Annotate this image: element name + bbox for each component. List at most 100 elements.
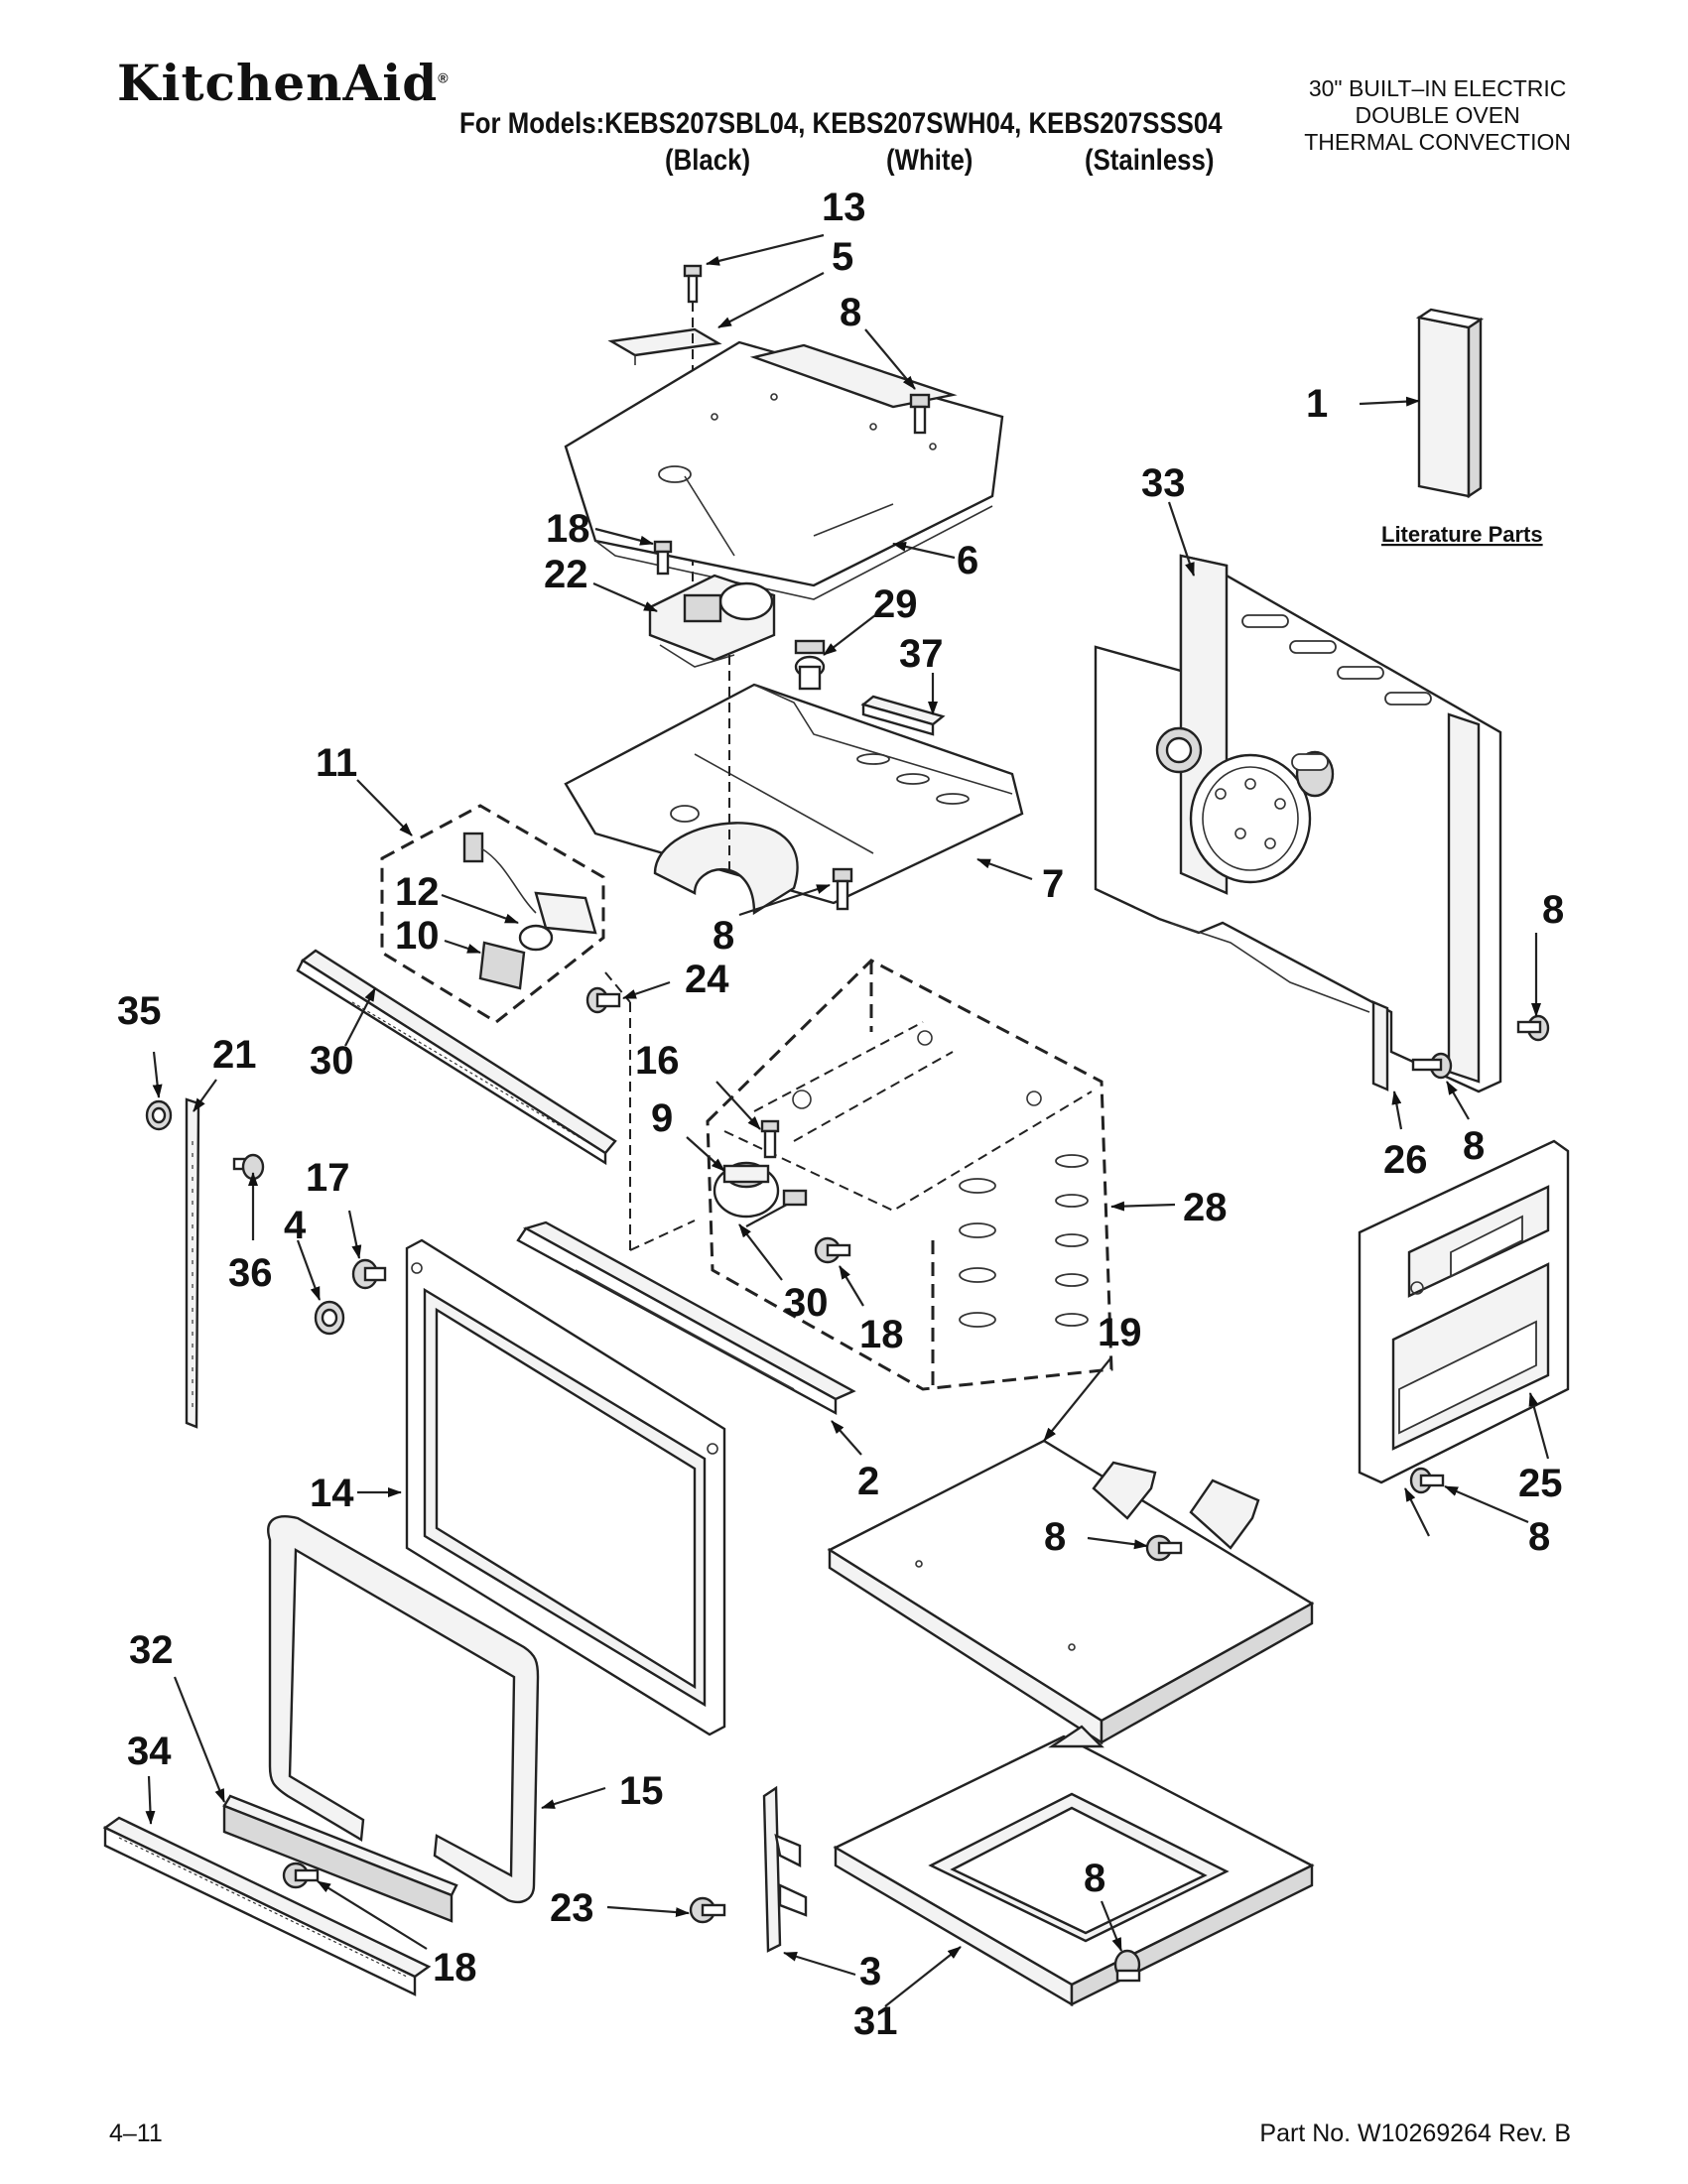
callout-14: 14 (310, 1472, 354, 1515)
callout-8-right-bottom: 8 (1528, 1515, 1550, 1559)
callout-31: 31 (853, 1999, 898, 2043)
callout-18-mid: 18 (859, 1313, 904, 1356)
part-front-trim (296, 949, 617, 1166)
product-line-2: DOUBLE OVEN (1355, 102, 1520, 128)
callout-8-right-top: 8 (1542, 888, 1564, 932)
part-screw-18b (814, 1236, 851, 1264)
part-thermostat (794, 639, 826, 691)
callout-8-bottom: 8 (1084, 1857, 1105, 1900)
callout-8-right-mid: 8 (1463, 1124, 1485, 1168)
callout-25: 25 (1518, 1462, 1563, 1505)
part-screw-8g (1409, 1467, 1445, 1494)
callout-26: 26 (1383, 1138, 1428, 1182)
variant-black: (Black) (665, 144, 751, 177)
part-top-panel (564, 340, 1004, 600)
part-screw-8d (1113, 1949, 1141, 1983)
callout-2: 2 (857, 1460, 879, 1503)
part-bottom-vent-34 (102, 1816, 432, 1996)
part-screw-36 (232, 1153, 265, 1181)
assembly-line-11b (629, 1220, 696, 1251)
callout-24: 24 (685, 958, 729, 1001)
callout-12: 12 (395, 870, 440, 914)
part-front-frame-bar (516, 1220, 856, 1416)
callout-30: 30 (310, 1039, 354, 1083)
callout-35: 35 (117, 989, 162, 1033)
callout-10: 10 (395, 914, 440, 958)
registered-mark: ® (438, 69, 450, 86)
part-probe-29 (745, 1189, 808, 1227)
callout-18-bottom: 18 (433, 1946, 477, 1990)
part-oven-cavity-27 (706, 959, 1113, 1391)
models-line: For Models:KEBS207SBL04, KEBS207SWH04, K… (459, 107, 1223, 140)
part-number: Part No. W10269264 Rev. B (1259, 2120, 1571, 2147)
part-screw-18a (653, 540, 673, 576)
callout-37: 37 (899, 632, 944, 676)
part-bottom-panel-19 (827, 1439, 1315, 1745)
callout-28: 29 (873, 582, 918, 626)
callout-8-top: 8 (840, 291, 861, 334)
callout-16: 16 (635, 1039, 680, 1083)
product-description: 30" BUILT–IN ELECTRIC DOUBLE OVEN THERMA… (1304, 75, 1571, 156)
part-door-gasket-15 (267, 1515, 540, 1904)
part-hinge-bracket-3 (762, 1785, 808, 1953)
part-door-frame-14 (405, 1238, 726, 1736)
part-screw-8a (909, 393, 931, 435)
part-back-cover-25 (1358, 1139, 1570, 1484)
callout-34: 34 (127, 1730, 172, 1773)
callout-8-bottom-panel: 8 (1044, 1515, 1066, 1559)
part-knob-4 (314, 1300, 345, 1336)
callout-5: 5 (832, 235, 853, 279)
callout-3: 3 (859, 1950, 881, 1993)
part-screw-8f (1516, 1014, 1550, 1042)
brand-name: KitchenAid (117, 54, 439, 112)
callout-18-top: 18 (546, 507, 590, 551)
callout-labels: 13 5 8 1 Literature Parts 33 18 6 22 29 … (117, 186, 1564, 2043)
leader-lines (145, 233, 1550, 2007)
callout-7: 7 (1042, 862, 1064, 906)
callout-1: 1 (1306, 382, 1328, 426)
callout-21: 21 (212, 1033, 257, 1077)
brand-logo: KitchenAid® (117, 54, 450, 112)
callout-27: 28 (1183, 1186, 1228, 1229)
variant-white: (White) (886, 144, 974, 177)
part-oven-top-wrap (564, 683, 1024, 916)
part-screw-23 (689, 1896, 726, 1924)
callout-8-mid: 8 (713, 914, 734, 958)
part-screw-8e (1411, 1052, 1453, 1080)
variant-stainless: (Stainless) (1085, 144, 1215, 177)
callout-29: 30 (784, 1281, 829, 1325)
part-literature-booklet (1415, 308, 1485, 499)
callout-13: 13 (822, 186, 866, 229)
callout-32: 32 (129, 1628, 174, 1672)
product-line-3: THERMAL CONVECTION (1304, 129, 1571, 155)
part-screw-18c (282, 1862, 320, 1889)
callout-23: 23 (550, 1886, 594, 1930)
product-line-1: 30" BUILT–IN ELECTRIC (1308, 75, 1567, 101)
callout-15: 15 (619, 1769, 664, 1813)
part-bottom-pan-31 (833, 1725, 1315, 2007)
callout-19: 19 (1098, 1311, 1142, 1354)
callout-4: 4 (284, 1204, 307, 1247)
page-number: 4–11 (109, 2120, 163, 2147)
part-screw-16 (760, 1119, 780, 1159)
part-fan-motor (648, 574, 776, 668)
callout-22: 22 (544, 553, 588, 596)
callout-36: 36 (228, 1251, 273, 1295)
part-side-strip-26 (1371, 1000, 1389, 1092)
part-screw-13 (683, 264, 703, 304)
part-top-bracket (607, 327, 722, 365)
callout-11: 11 (316, 741, 357, 785)
part-convection-element-9 (713, 1161, 780, 1219)
part-screw-17 (351, 1258, 387, 1290)
part-lower-trim-32 (222, 1794, 458, 1923)
part-rear-panel-33 (1094, 554, 1502, 1093)
part-side-trim-21 (185, 1097, 200, 1429)
callout-6: 6 (957, 539, 978, 582)
callout-17: 17 (306, 1156, 350, 1200)
part-light-assembly-11 (380, 804, 605, 1024)
part-screw-24 (585, 986, 621, 1014)
callout-9: 9 (651, 1096, 673, 1140)
part-vent-bracket (860, 695, 946, 736)
callout-33: 33 (1141, 461, 1186, 505)
